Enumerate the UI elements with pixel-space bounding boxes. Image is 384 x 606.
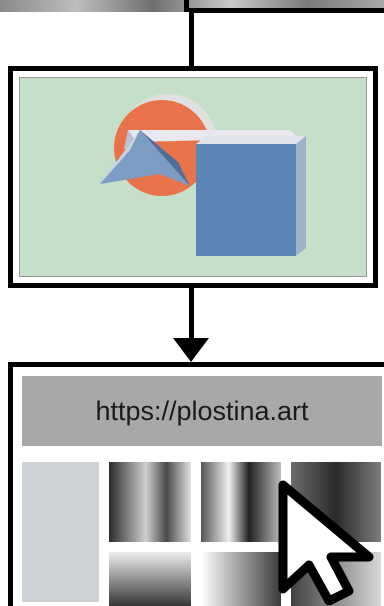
url-text: https://plostina.art (95, 395, 309, 426)
mouse-cursor-icon (278, 480, 374, 605)
gallery-tile[interactable] (109, 552, 191, 606)
geometry-illustration (100, 94, 306, 256)
top-connector-vertical (189, 10, 194, 68)
url-bar[interactable]: https://plostina.art (22, 376, 382, 446)
geometry-scene-frame (8, 66, 378, 288)
wedge-shape (100, 130, 190, 186)
gallery-tile[interactable] (109, 462, 191, 542)
gallery-tile[interactable] (22, 462, 99, 602)
geometry-scene (19, 77, 367, 277)
square-shape (196, 136, 306, 256)
arrow-down-icon (173, 338, 209, 362)
gallery-tile[interactable] (201, 462, 281, 542)
gallery-tile[interactable] (201, 552, 281, 606)
arrow-down-shaft (189, 288, 194, 340)
top-connector-horizontal (189, 8, 384, 13)
browser-window: https://plostina.art (8, 362, 384, 606)
